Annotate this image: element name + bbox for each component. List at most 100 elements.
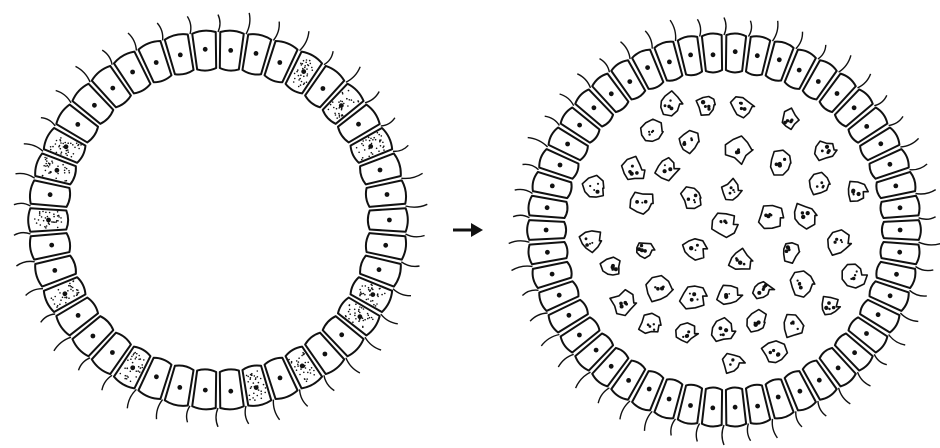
- stipple-dot: [369, 140, 371, 142]
- stipple-dot: [47, 216, 49, 218]
- stipple-dot: [62, 164, 64, 166]
- mesenchyme-cell: [582, 175, 604, 197]
- epithelial-cell: [30, 233, 70, 259]
- cell-nucleus: [550, 272, 555, 277]
- granule: [730, 186, 733, 189]
- granule: [690, 298, 694, 302]
- stipple-dot: [361, 159, 363, 161]
- stipple-dot: [131, 356, 133, 358]
- granule: [835, 238, 838, 241]
- stipple-dot: [45, 217, 47, 219]
- epithelial-cell: [30, 180, 70, 206]
- stipple-dot: [340, 100, 342, 102]
- stipple-dot: [45, 227, 47, 229]
- stipple-dot: [44, 157, 46, 159]
- granule: [832, 306, 835, 309]
- granule: [596, 190, 600, 194]
- stipple-dot: [304, 65, 306, 67]
- stipple-dot: [313, 374, 315, 376]
- stipple-dot: [328, 109, 330, 111]
- stipple-dot: [249, 378, 251, 380]
- cell-nucleus: [577, 333, 582, 338]
- stipple-dot: [372, 300, 374, 302]
- cell-nucleus: [177, 385, 182, 390]
- mesenchyme-cell: [717, 285, 743, 304]
- granule: [690, 137, 692, 139]
- stipple-dot: [372, 319, 374, 321]
- granule: [644, 201, 646, 203]
- stipple-dot: [310, 63, 312, 65]
- stipple-dot: [379, 139, 381, 141]
- granule: [816, 185, 819, 188]
- cell-nucleus: [339, 332, 344, 337]
- cell-nucleus: [110, 86, 115, 91]
- granule: [827, 301, 831, 305]
- cell-nucleus: [356, 122, 361, 127]
- mesenchyme-cell: [655, 158, 680, 181]
- stipple-dot: [377, 296, 379, 298]
- granule: [788, 248, 791, 251]
- stipple-dot: [359, 319, 361, 321]
- stipple-dot: [59, 139, 61, 141]
- cilium: [273, 22, 279, 41]
- cilium: [722, 425, 724, 445]
- stipple-dot: [369, 317, 371, 319]
- cilium: [26, 289, 43, 296]
- stipple-dot: [67, 290, 69, 292]
- granule: [797, 328, 799, 330]
- cilium: [41, 314, 56, 322]
- stipple-dot: [339, 116, 341, 118]
- cell-nucleus: [645, 65, 650, 70]
- mesenchyme-cell: [790, 271, 815, 297]
- stipple-dot: [250, 377, 252, 379]
- stipple-dot: [74, 147, 76, 149]
- granule: [683, 141, 686, 144]
- cilium: [156, 400, 162, 420]
- cell-nucleus: [876, 312, 881, 317]
- granule: [630, 172, 634, 176]
- stipple-dot: [247, 381, 249, 383]
- stipple-dot: [372, 153, 374, 155]
- epithelial-cell: [368, 208, 408, 232]
- mesenchyme-outline: [639, 313, 661, 333]
- cilium: [102, 50, 112, 65]
- stipple-dot: [375, 139, 377, 141]
- cell-nucleus: [46, 218, 51, 223]
- cell-nucleus: [278, 376, 283, 381]
- mesenchyme-cell: [639, 313, 661, 333]
- granule: [643, 249, 647, 253]
- mesenchyme-cell: [723, 354, 746, 374]
- epithelial-cell: [220, 31, 244, 71]
- stipple-dot: [261, 398, 263, 400]
- cilium: [324, 51, 333, 64]
- stipple-dot: [379, 288, 381, 290]
- granule: [611, 264, 615, 268]
- stipple-dot: [45, 159, 47, 161]
- granule: [593, 189, 595, 191]
- cell-nucleus: [203, 388, 208, 393]
- granule: [769, 351, 772, 354]
- granule: [725, 221, 728, 224]
- cell-nucleus: [755, 53, 760, 58]
- stipple-dot: [45, 212, 47, 214]
- stipple-dot: [39, 211, 41, 213]
- cilium: [16, 173, 35, 178]
- stipple-dot: [305, 62, 307, 64]
- mesenchyme-cell: [696, 97, 715, 116]
- cell-nucleus: [864, 124, 869, 129]
- ingressed-cell-cluster: [579, 91, 868, 373]
- stipple-dot: [69, 172, 71, 174]
- stipple-dot: [343, 103, 345, 105]
- cell-nucleus: [864, 331, 869, 336]
- stipple-dot: [70, 143, 72, 145]
- stipple-dot: [51, 221, 53, 223]
- cilium: [216, 408, 218, 427]
- stipple-dot: [367, 318, 369, 320]
- cell-nucleus: [888, 162, 893, 167]
- granule: [799, 286, 803, 290]
- stipple-dot: [304, 82, 306, 84]
- granule: [648, 133, 650, 135]
- granule: [729, 192, 732, 195]
- stipple-dot: [64, 142, 66, 144]
- granule: [704, 105, 707, 108]
